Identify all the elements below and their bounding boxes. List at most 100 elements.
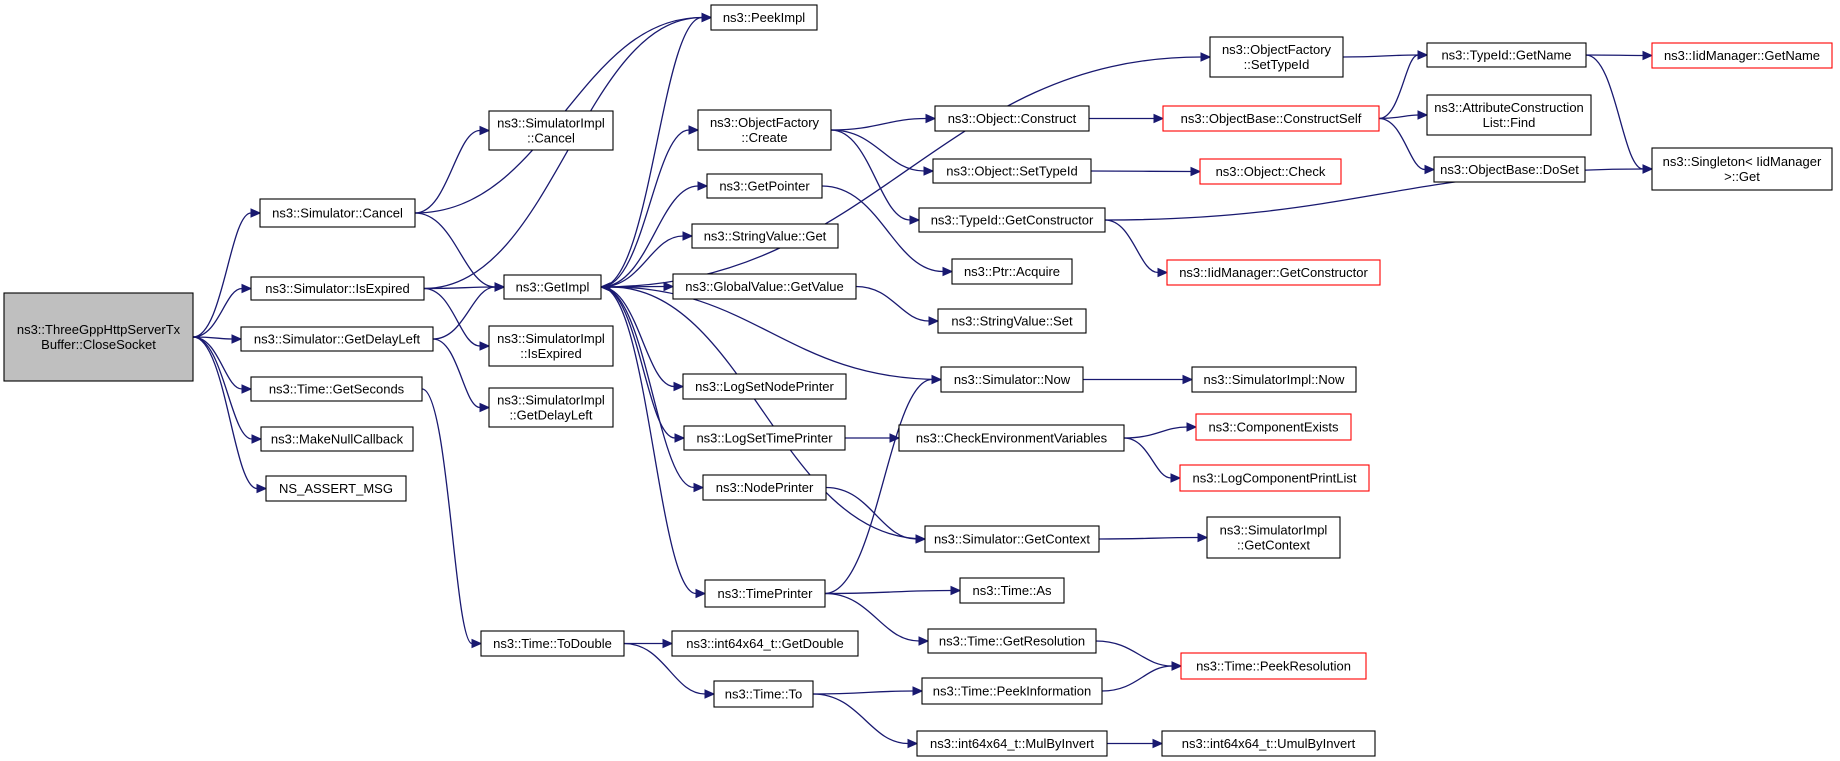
node-nodeprinter[interactable]: ns3::NodePrinter [702,474,827,501]
edge-object_settypeid-to-object_check [1090,170,1192,173]
node-simimpl-getcontext[interactable]: ns3::SimulatorImpl::GetContext [1206,516,1341,559]
edge-sim_getdelayleft-to-simimpl_getdelayleft [432,338,481,409]
node-box [265,475,407,502]
node-root[interactable]: ns3::ThreeGppHttpServerTxBuffer::CloseSo… [3,292,194,382]
node-makenullcallback[interactable]: ns3::MakeNullCallback [260,426,414,452]
node-box [3,292,194,382]
edge-typeid_getname-to-iidmanager_getname [1585,54,1644,57]
edge-objfactory_settypeid-to-typeid_getname [1342,54,1419,58]
node-simimpl-getdelayleft[interactable]: ns3::SimulatorImpl::GetDelayLeft [488,387,614,428]
node-label: ns3::Singleton< IidManager [1663,154,1822,169]
node-box [940,366,1084,393]
node-label: ns3::TypeId::GetName [1441,48,1571,63]
node-objfactory-create[interactable]: ns3::ObjectFactory::Create [697,109,832,151]
node-label: ns3::ObjectFactory [710,115,820,130]
node-label: ns3::StringValue::Set [951,314,1073,329]
node-label: ns3::Time::ToDouble [493,636,612,651]
arrowhead-checkenvvars-to-logcomponentprintlist [1170,473,1182,483]
node-objfactory-settypeid[interactable]: ns3::ObjectFactory::SetTypeId [1209,36,1344,78]
node-object-construct[interactable]: ns3::Object::Construct [934,105,1090,132]
node-box [691,223,839,249]
node-time-todouble[interactable]: ns3::Time::ToDouble [480,630,625,657]
node-box [1180,652,1367,680]
node-ptr-acquire[interactable]: ns3::Ptr::Acquire [951,258,1073,285]
node-ns-assert-msg[interactable]: NS_ASSERT_MSG [265,475,407,502]
arrowhead-sim_cancel-to-simimpl_cancel [479,125,491,136]
node-time-to[interactable]: ns3::Time::To [713,680,814,708]
node-timeprinter[interactable]: ns3::TimePrinter [704,579,826,608]
node-box [1426,94,1592,136]
arrowhead-sim_isexpired-to-simimpl_isexpired [479,341,491,351]
node-box [934,105,1090,132]
node-logsettimeprinter[interactable]: ns3::LogSetTimePrinter [683,425,846,451]
edge-sim_getdelayleft-to-getimpl [432,286,496,340]
node-box [1209,36,1344,78]
node-typeid-getname[interactable]: ns3::TypeId::GetName [1426,42,1587,68]
node-logsetnodeprinter[interactable]: ns3::LogSetNodePrinter [682,373,847,400]
node-time-getseconds[interactable]: ns3::Time::GetSeconds [250,376,423,402]
arrowhead-int64_mulbyinvert-to-int64_umulbyinvert [1152,738,1164,749]
arrowhead-sim_now-to-simimpl_now [1182,374,1194,385]
node-label: ns3::int64x64_t::UmulByInvert [1182,736,1356,751]
node-label: ns3::ObjectBase::DoSet [1440,162,1579,177]
node-simimpl-now[interactable]: ns3::SimulatorImpl::Now [1191,366,1357,393]
node-box [683,425,846,451]
node-time-as[interactable]: ns3::Time::As [959,577,1065,604]
node-sim-now[interactable]: ns3::Simulator::Now [940,366,1084,393]
edge-sim_now-to-getimpl [609,286,942,381]
edge-root-to-sim_cancel [192,212,252,338]
node-sim-isexpired[interactable]: ns3::Simulator::IsExpired [250,276,425,301]
node-label: ns3::Simulator::GetContext [934,532,1090,547]
node-iidmanager-getconstructor[interactable]: ns3::IidManager::GetConstructor [1166,259,1381,286]
node-objbase-constructself[interactable]: ns3::ObjectBase::ConstructSelf [1162,105,1380,132]
node-box [1166,259,1381,286]
node-logcomponentprintlist[interactable]: ns3::LogComponentPrintList [1179,464,1370,492]
arrowhead-getimpl-to-timeprinter [695,588,707,599]
node-int64-mulbyinvert[interactable]: ns3::int64x64_t::MulByInvert [916,730,1108,757]
node-label: ns3::LogComponentPrintList [1192,471,1356,486]
nodes-layer: ns3::ThreeGppHttpServerTxBuffer::CloseSo… [3,4,1833,757]
node-componentexists[interactable]: ns3::ComponentExists [1195,413,1352,441]
node-time-peekinformation[interactable]: ns3::Time::PeekInformation [921,677,1103,705]
node-simimpl-isexpired[interactable]: ns3::SimulatorImpl::IsExpired [488,325,614,367]
arrowhead-getimpl-to-getpointer [697,181,709,191]
edge-getimpl-to-nodeprinter [600,286,695,489]
node-sim-getdelayleft[interactable]: ns3::Simulator::GetDelayLeft [240,326,434,352]
node-time-peekresolution[interactable]: ns3::Time::PeekResolution [1180,652,1367,680]
node-sim-getcontext[interactable]: ns3::Simulator::GetContext [924,525,1100,553]
arrowhead-root-to-time_getseconds [241,384,253,394]
node-label: ns3::StringValue::Get [704,229,827,244]
node-getimpl[interactable]: ns3::GetImpl [503,274,602,300]
node-typeid-getconstructor[interactable]: ns3::TypeId::GetConstructor [918,207,1106,233]
node-peekimpl[interactable]: ns3::PeekImpl [710,4,818,31]
node-box [260,426,414,452]
node-int64-umulbyinvert[interactable]: ns3::int64x64_t::UmulByInvert [1161,730,1376,757]
node-label: ns3::Simulator::Cancel [272,206,403,221]
node-box [1195,413,1352,441]
node-label: List::Find [1483,115,1536,130]
arrowhead-getimpl-to-objfactory_settypeid [1200,52,1212,62]
node-object-settypeid[interactable]: ns3::Object::SetTypeId [932,158,1092,184]
node-box [682,373,847,400]
node-objbase-doset[interactable]: ns3::ObjectBase::DoSet [1433,156,1586,183]
node-sim-cancel[interactable]: ns3::Simulator::Cancel [259,198,416,228]
arrowhead-typeid_getname-to-iidmanager_getname [1642,50,1654,61]
node-stringvalue-set[interactable]: ns3::StringValue::Set [937,308,1087,334]
node-globalvalue-getvalue[interactable]: ns3::GlobalValue::GetValue [672,273,857,300]
arrowhead-getimpl-to-stringvalue_get [682,231,694,241]
node-box [1162,105,1380,132]
arrowhead-globalvalue_getvalue-to-stringvalue_set [928,316,940,326]
node-checkenvvars[interactable]: ns3::CheckEnvironmentVariables [898,424,1125,452]
arrowhead-objbase_constructself-to-typeid_getname [1417,50,1429,60]
edge-time_to-to-int64_mulbyinvert [812,693,909,745]
node-int64-getdouble[interactable]: ns3::int64x64_t::GetDouble [671,630,859,657]
node-iidmanager-getname[interactable]: ns3::IidManager::GetName [1651,42,1833,69]
node-getpointer[interactable]: ns3::GetPointer [706,173,823,199]
node-label: ns3::Time::GetSeconds [269,382,405,397]
node-simimpl-cancel[interactable]: ns3::SimulatorImpl::Cancel [488,110,614,151]
node-time-getresolution[interactable]: ns3::Time::GetResolution [927,628,1097,654]
node-singleton-get[interactable]: ns3::Singleton< IidManager>::Get [1651,147,1833,191]
node-stringvalue-get[interactable]: ns3::StringValue::Get [691,223,839,249]
node-object-check[interactable]: ns3::Object::Check [1199,158,1342,185]
